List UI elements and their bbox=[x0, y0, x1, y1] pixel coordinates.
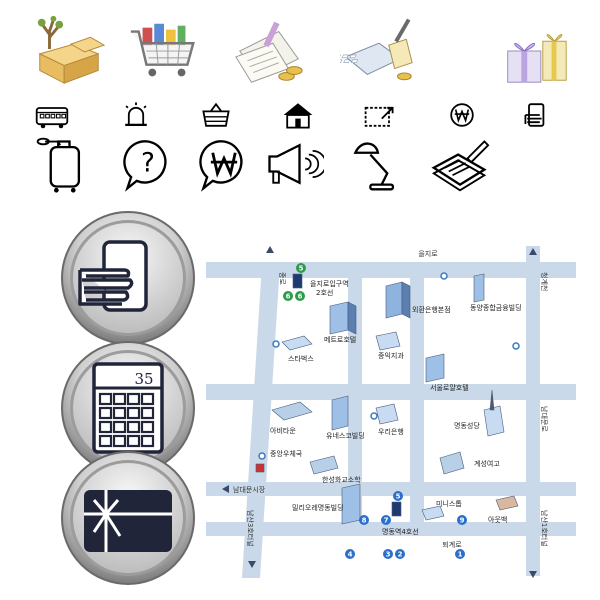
gift-card-round-button[interactable] bbox=[58, 448, 198, 588]
line-badge-top bbox=[296, 263, 306, 273]
building-milliore bbox=[341, 483, 361, 525]
label-line-2: 2호선 bbox=[316, 288, 333, 297]
notepad-pen-icon bbox=[431, 140, 490, 192]
badge-station-text: 5 bbox=[396, 493, 401, 501]
home-icon bbox=[283, 103, 313, 129]
won-bubble-icon bbox=[199, 140, 243, 192]
subway-station-building bbox=[292, 273, 303, 289]
won-coin-icon bbox=[450, 103, 474, 127]
building-outback bbox=[495, 495, 519, 511]
calendar-calculator-round-button[interactable]: 35 bbox=[58, 338, 198, 478]
label-metro-hotel: 메트로호텔 bbox=[324, 336, 356, 344]
road-label-top: 을지로 bbox=[418, 249, 438, 258]
label-unesco: 유네스코빌딩 bbox=[326, 431, 365, 440]
line-badge-exit3 bbox=[383, 549, 393, 559]
line-badge-exit8 bbox=[359, 515, 369, 525]
building-royal-hotel bbox=[425, 353, 445, 383]
label-euljiro-station: 을지로입구역 bbox=[310, 279, 349, 288]
road-label-cheonggyecheon: 청계천 bbox=[540, 272, 549, 291]
myeongdong-cathedral bbox=[483, 405, 505, 437]
bus-stop-pin bbox=[440, 272, 448, 280]
badge-exit8-text: 8 bbox=[362, 517, 367, 525]
road-label-namdaemunro: 남대문로 bbox=[540, 406, 549, 432]
building-kyesung bbox=[439, 451, 465, 475]
question-bubble-icon: ? bbox=[123, 140, 167, 192]
documents-coins-illustration bbox=[235, 21, 303, 83]
line-badge-station bbox=[393, 491, 403, 501]
road-label-toegyero: 퇴계로 bbox=[442, 540, 462, 549]
road-toegyero bbox=[206, 522, 576, 536]
badge-left-text: 6 bbox=[286, 293, 291, 301]
svg-text:?: ? bbox=[141, 149, 155, 179]
line-badge-exit1 bbox=[455, 549, 465, 559]
bus-stop-pin bbox=[512, 342, 520, 350]
badge-exit1-text: 1 bbox=[458, 551, 463, 559]
road-label-tunnel1: 남산1호터널 bbox=[540, 510, 549, 547]
label-milliore: 밀리오레명동빌딩 bbox=[292, 503, 344, 512]
gift-boxes-illustration bbox=[507, 34, 567, 83]
building-starbucks bbox=[281, 335, 313, 351]
building-woori-bank bbox=[375, 403, 399, 425]
road-jongno bbox=[242, 264, 280, 578]
badge-top-text: 5 bbox=[299, 265, 304, 273]
badge-mid-text: 6 bbox=[298, 293, 303, 301]
badge-exit3-text: 3 bbox=[386, 551, 391, 559]
megaphone-icon bbox=[268, 143, 324, 185]
label-cathedral: 명동성당 bbox=[454, 421, 480, 430]
desk-lamp-icon bbox=[353, 142, 395, 191]
building-ministop bbox=[421, 505, 445, 521]
building-unesco bbox=[331, 395, 349, 431]
building-dental bbox=[375, 331, 401, 351]
line-badge-exit2 bbox=[395, 549, 405, 559]
road-label-jongno: 종로 bbox=[278, 272, 286, 285]
building-chinese-school bbox=[309, 455, 339, 475]
badge-exit7-text: 7 bbox=[384, 517, 389, 525]
line-badge-mid bbox=[295, 291, 305, 301]
label-chinese-school: 한성화교소학 bbox=[322, 475, 361, 484]
building-metro-hotel bbox=[329, 301, 349, 335]
label-dental: 중익지과 bbox=[378, 351, 404, 360]
bus-stop-pin bbox=[272, 340, 280, 348]
label-outback: 아웃백 bbox=[488, 515, 507, 524]
road-label-market: 남대문시장 bbox=[233, 485, 266, 494]
line-badge-exit7 bbox=[381, 515, 391, 525]
line-badge-left bbox=[283, 291, 293, 301]
shopping-cart-illustration bbox=[130, 23, 195, 77]
bus-stop-pin bbox=[370, 412, 378, 420]
badge-exit9-text: 9 bbox=[460, 517, 465, 525]
label-royal-hotel: 서울로얄호텔 bbox=[430, 383, 469, 392]
line-badge-exit4 bbox=[345, 549, 355, 559]
label-post-office: 중앙우체국 bbox=[270, 450, 303, 458]
label-myeongdong-station: 명동역4호선 bbox=[382, 527, 419, 536]
subway-station-myeongdong bbox=[391, 501, 402, 517]
hand-card-round-button[interactable] bbox=[58, 208, 198, 348]
location-map[interactable]: 을지로 종로 청계천 남대문로 남대문시장 남산3호터널 남산1호터널 퇴계로 … bbox=[200, 238, 580, 588]
basket-icon bbox=[202, 102, 230, 127]
label-ministop: 미니스톱 bbox=[436, 499, 462, 508]
building-avitown bbox=[271, 401, 313, 421]
road-label-tunnel3: 남산3호터널 bbox=[246, 510, 255, 547]
calculator-notes-illustration bbox=[340, 18, 413, 81]
line-badge-exit9 bbox=[457, 515, 467, 525]
bus-stop-pin bbox=[258, 452, 266, 460]
badge-exit4-text: 4 bbox=[348, 551, 353, 559]
label-starbucks: 스타벅스 bbox=[288, 354, 314, 363]
suitcase-icon bbox=[36, 137, 81, 193]
exit-door-icon bbox=[364, 106, 394, 127]
road-cheonggyecheon bbox=[526, 246, 540, 576]
label-keb: 외환은행본점 bbox=[412, 305, 451, 314]
hand-card-icon bbox=[524, 103, 545, 127]
post-office bbox=[255, 463, 265, 473]
moving-boxes-illustration bbox=[37, 15, 106, 84]
bus-icon bbox=[35, 107, 69, 129]
badge-exit2-text: 2 bbox=[398, 551, 403, 559]
calendar-day-number: 35 bbox=[134, 370, 153, 388]
building-tongyang bbox=[473, 273, 485, 303]
label-avitown: 아비타운 bbox=[270, 426, 296, 435]
label-kyesung: 계성여고 bbox=[474, 459, 500, 468]
label-tongyang: 동양종합금융빌딩 bbox=[470, 303, 522, 312]
alarm-siren-icon bbox=[125, 102, 147, 127]
building-kebh bbox=[385, 281, 403, 319]
label-woori-bank: 우리은행 bbox=[378, 427, 404, 436]
